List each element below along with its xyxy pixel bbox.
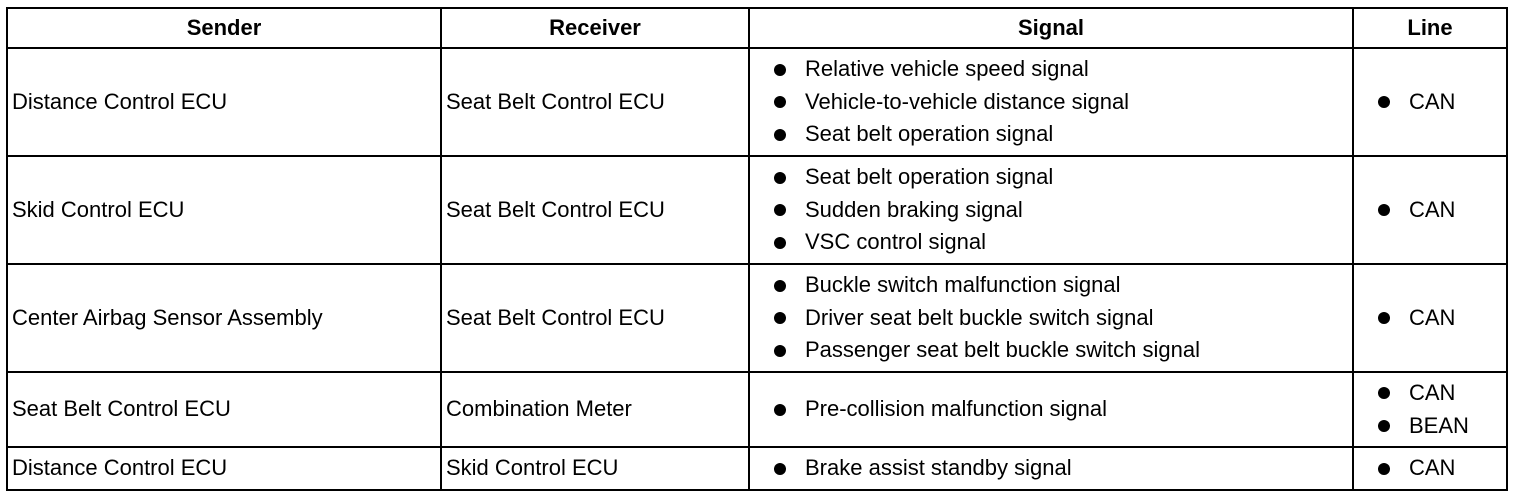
bullet-icon [774, 462, 786, 475]
list-item: Pre-collision malfunction signal [774, 393, 1352, 426]
table-row: Seat Belt Control ECU Combination Meter … [6, 371, 1508, 448]
list-item: Seat belt operation signal [774, 161, 1352, 194]
sender-cell: Seat Belt Control ECU [6, 371, 442, 448]
list-item-text: Driver seat belt buckle switch signal [805, 304, 1154, 330]
list-item-text: Buckle switch malfunction signal [805, 272, 1121, 298]
list-item: Relative vehicle speed signal [774, 53, 1352, 86]
bullet-icon [774, 344, 786, 357]
bullet-icon [774, 96, 786, 108]
line-list: CAN [1378, 194, 1506, 227]
list-item: Sudden braking signal [774, 194, 1352, 227]
list-item-text: Vehicle-to-vehicle distance signal [805, 88, 1130, 114]
list-item-text: Relative vehicle speed signal [805, 56, 1089, 82]
line-cell: CAN [1352, 47, 1508, 157]
list-item: CAN [1378, 302, 1506, 335]
bullet-icon [774, 171, 786, 184]
list-item-text: CAN [1409, 455, 1456, 481]
header-signal: Signal [748, 7, 1354, 49]
header-line: Line [1352, 7, 1508, 49]
signal-list: Buckle switch malfunction signal Driver … [774, 269, 1352, 367]
bullet-icon [1378, 462, 1390, 475]
sender-cell: Center Airbag Sensor Assembly [6, 263, 442, 373]
signal-cell: Relative vehicle speed signal Vehicle-to… [748, 47, 1354, 157]
list-item: BEAN [1378, 410, 1506, 443]
line-cell: CAN BEAN [1352, 371, 1508, 448]
bullet-icon [774, 236, 786, 249]
sender-cell: Skid Control ECU [6, 155, 442, 265]
bullet-icon [774, 312, 786, 324]
table-row: Distance Control ECU Seat Belt Control E… [6, 47, 1508, 157]
signal-list: Relative vehicle speed signal Vehicle-to… [774, 53, 1352, 151]
line-cell: CAN [1352, 155, 1508, 265]
signal-table-container: Sender Receiver Signal Line Distance Con… [6, 7, 1508, 491]
list-item: Brake assist standby signal [774, 452, 1352, 485]
receiver-cell: Seat Belt Control ECU [440, 263, 750, 373]
header-row: Sender Receiver Signal Line [6, 7, 1508, 49]
bullet-icon [774, 63, 786, 76]
table-row: Distance Control ECU Skid Control ECU Br… [6, 446, 1508, 491]
list-item-text: VSC control signal [805, 229, 986, 255]
bullet-icon [1378, 204, 1390, 216]
list-item: Driver seat belt buckle switch signal [774, 302, 1352, 335]
signal-list: Brake assist standby signal [774, 452, 1352, 485]
list-item: CAN [1378, 452, 1506, 485]
list-item: CAN [1378, 377, 1506, 410]
bullet-icon [774, 204, 786, 216]
list-item-text: Passenger seat belt buckle switch signal [805, 337, 1200, 363]
table-body: Distance Control ECU Seat Belt Control E… [6, 47, 1508, 491]
sender-cell: Distance Control ECU [6, 446, 442, 491]
receiver-cell: Seat Belt Control ECU [440, 47, 750, 157]
receiver-cell: Combination Meter [440, 371, 750, 448]
bullet-icon [1378, 312, 1390, 324]
table-row: Skid Control ECU Seat Belt Control ECU S… [6, 155, 1508, 265]
signal-list: Seat belt operation signal Sudden brakin… [774, 161, 1352, 259]
list-item-text: Seat belt operation signal [805, 121, 1054, 147]
list-item-text: CAN [1409, 196, 1456, 222]
bullet-icon [774, 403, 786, 416]
signal-cell: Pre-collision malfunction signal [748, 371, 1354, 448]
receiver-cell: Seat Belt Control ECU [440, 155, 750, 265]
sender-cell: Distance Control ECU [6, 47, 442, 157]
list-item: Buckle switch malfunction signal [774, 269, 1352, 302]
line-list: CAN [1378, 86, 1506, 119]
line-list: CAN [1378, 302, 1506, 335]
table-row: Center Airbag Sensor Assembly Seat Belt … [6, 263, 1508, 373]
list-item-text: BEAN [1409, 412, 1469, 438]
bullet-icon [1378, 96, 1390, 108]
list-item: Passenger seat belt buckle switch signal [774, 334, 1352, 367]
line-cell: CAN [1352, 446, 1508, 491]
list-item-text: Sudden braking signal [805, 196, 1023, 222]
signal-cell: Buckle switch malfunction signal Driver … [748, 263, 1354, 373]
list-item-text: CAN [1409, 304, 1456, 330]
line-list: CAN BEAN [1378, 377, 1506, 442]
list-item: VSC control signal [774, 226, 1352, 259]
list-item: CAN [1378, 194, 1506, 227]
bullet-icon [774, 279, 786, 292]
signal-cell: Brake assist standby signal [748, 446, 1354, 491]
list-item-text: Pre-collision malfunction signal [805, 396, 1108, 422]
list-item-text: CAN [1409, 88, 1456, 114]
line-list: CAN [1378, 452, 1506, 485]
header-receiver: Receiver [440, 7, 750, 49]
bullet-icon [774, 128, 786, 141]
list-item-text: CAN [1409, 380, 1456, 405]
bullet-icon [1378, 419, 1390, 432]
list-item: CAN [1378, 86, 1506, 119]
list-item-text: Seat belt operation signal [805, 164, 1054, 190]
list-item: Vehicle-to-vehicle distance signal [774, 86, 1352, 119]
signal-cell: Seat belt operation signal Sudden brakin… [748, 155, 1354, 265]
list-item-text: Brake assist standby signal [805, 455, 1072, 481]
signal-list: Pre-collision malfunction signal [774, 393, 1352, 426]
bullet-icon [1378, 387, 1390, 400]
header-sender: Sender [6, 7, 442, 49]
table-header: Sender Receiver Signal Line [6, 7, 1508, 49]
signal-table: Sender Receiver Signal Line Distance Con… [6, 7, 1508, 491]
line-cell: CAN [1352, 263, 1508, 373]
list-item: Seat belt operation signal [774, 118, 1352, 151]
receiver-cell: Skid Control ECU [440, 446, 750, 491]
